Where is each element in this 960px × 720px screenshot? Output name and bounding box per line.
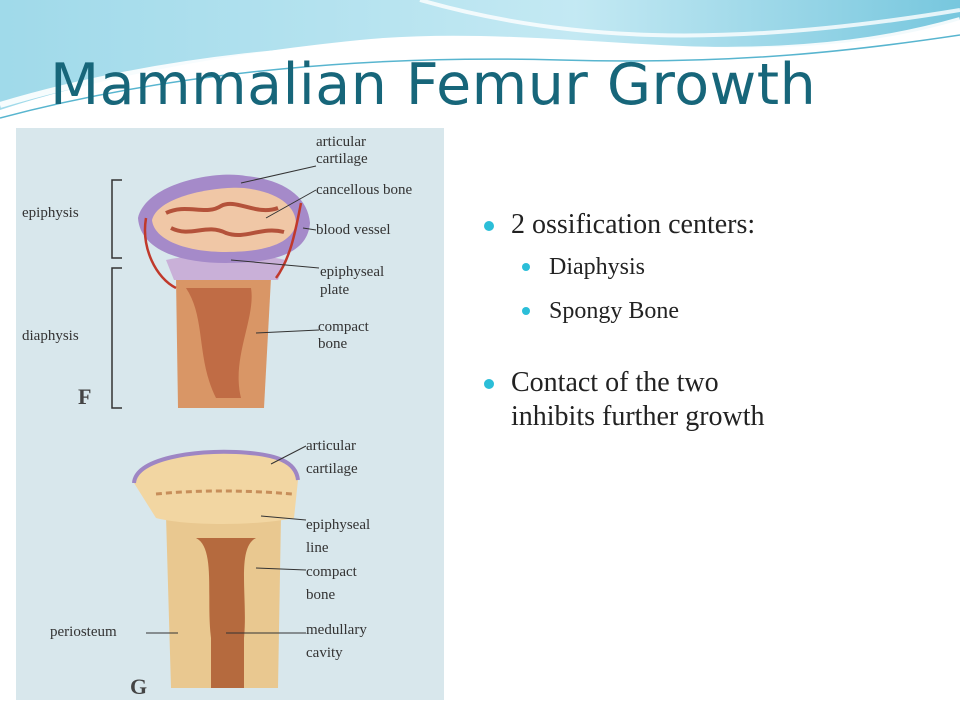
label-epiphyseal-line: epiphyseal [306,517,370,533]
epiphysis-brace [111,179,122,259]
label-periosteum: periosteum [50,624,117,640]
label-epiphyseal-line-2: line [306,540,329,556]
figure-letter-f: F [78,384,91,409]
label-medullary-cavity: medullary [306,622,367,638]
bullet-dot-icon [484,379,494,389]
bullet-ossification-centers: 2 ossification centers: [484,208,944,242]
label-epiphyseal-plate-2: plate [320,282,349,298]
label-cancellous-bone: cancellous bone [316,182,413,198]
bullet-text: 2 ossification centers: [511,209,756,240]
label-articular-cartilage-f: articular [316,134,366,150]
figure-letter-g: G [130,674,147,699]
bullet-dot-icon [522,307,530,315]
bone-f-illustration [138,174,310,408]
label-epiphyseal-plate: epiphyseal [320,264,384,280]
bullet-text-line-1: Contact of the two [511,367,719,398]
label-epiphysis: epiphysis [22,205,79,221]
label-compact-bone-g-2: bone [306,587,336,603]
label-articular-cartilage-g: articular [306,438,356,454]
label-compact-bone-f-2: bone [318,336,348,352]
label-articular-cartilage-g-2: cartilage [306,461,358,477]
bullet-dot-icon [484,221,494,231]
bone-g-illustration [132,449,300,688]
bullet-dot-icon [522,263,530,271]
bullet-list: 2 ossification centers: Diaphysis Spongy… [484,208,944,444]
diaphysis-brace [111,267,122,409]
label-articular-cartilage-f-2: cartilage [316,151,368,167]
sub-bullet-text: Diaphysis [549,254,645,280]
header-wave-decoration [0,0,960,119]
label-medullary-cavity-2: cavity [306,645,343,661]
bullet-contact: Contact of the two inhibits further grow… [484,366,944,434]
label-compact-bone-g: compact [306,564,358,580]
label-diaphysis: diaphysis [22,328,79,344]
label-compact-bone-f: compact [318,319,370,335]
label-blood-vessel: blood vessel [316,222,391,238]
femur-diagram: articular cartilage cancellous bone bloo… [16,128,444,700]
slide-title: Mammalian Femur Growth [50,52,817,118]
bullet-text-line-2: inhibits further growth [511,401,765,432]
sub-bullet-text: Spongy Bone [549,298,680,324]
sub-bullet-diaphysis: Diaphysis [522,252,944,282]
leader-lines [146,165,320,634]
sub-bullet-spongy-bone: Spongy Bone [522,296,944,326]
